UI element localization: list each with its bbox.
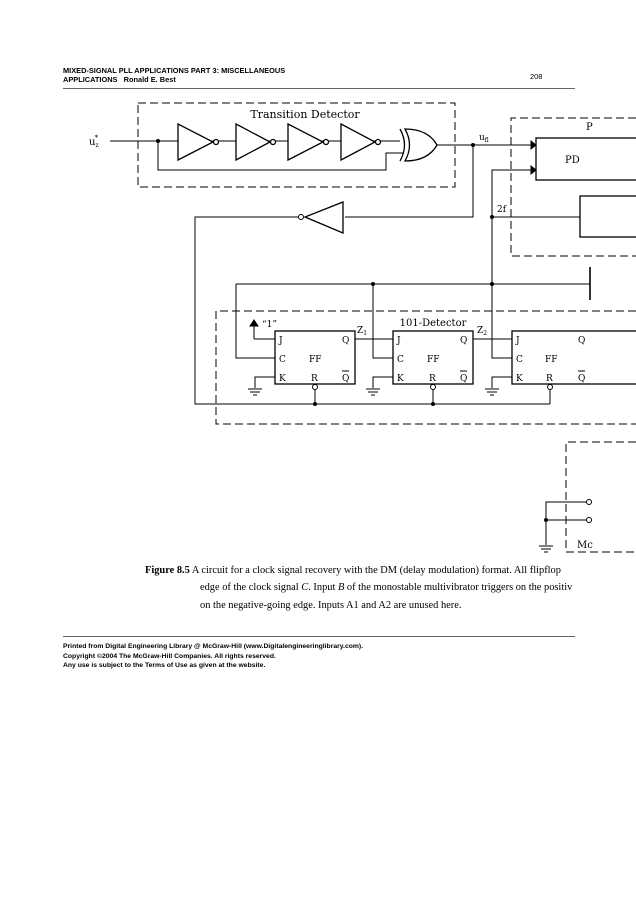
pll-label: P [586,122,593,133]
svg-text:R: R [429,374,436,384]
pd-label: PD [565,155,580,166]
z2-label: Z2 [477,326,487,337]
header-title-line2: APPLICATIONS [63,75,118,84]
inverter-icon [340,122,377,162]
xor-gate-icon [399,128,438,162]
svg-text:C: C [516,355,523,365]
inverter-icon [177,122,215,162]
monostable-box [565,441,636,553]
feedback-to-inverter-wire [345,145,474,218]
svg-text:Q: Q [578,336,585,346]
header-title-line1: MIXED-SIGNAL PLL APPLICATIONS PART 3: MI… [63,66,286,75]
detector-box [215,310,636,425]
figure-caption: Figure 8.5 A circuit for a clock signal … [145,565,561,576]
footer-rule [63,636,575,637]
svg-text:K: K [279,374,286,384]
transition-detector-label: Transition Detector [250,108,360,121]
svg-text:R: R [546,374,553,384]
svg-text:Q: Q [578,374,585,384]
ufl-label: ufl [479,133,489,144]
caption-line1: A circuit for a clock signal recovery wi… [191,565,561,576]
svg-text:FF: FF [427,355,440,365]
svg-text:Q: Q [342,374,349,384]
phase-detector-block [535,137,636,181]
footer-line3: Any use is subject to the Terms of Use a… [63,662,266,670]
clock-2f-wire [491,169,536,284]
feedback-wire [157,141,403,171]
flipflop-2: JCK FF R Q Q [366,330,474,406]
svg-text:J: J [515,336,520,346]
inverter-icon [235,122,272,162]
caption-line2: edge of the clock signal C. Input B of t… [200,582,573,593]
footer-line2: Copyright ©2004 The McGraw-Hill Companie… [63,652,276,660]
freq-label: 2f [497,205,507,215]
detector-label: 101-Detector [400,318,467,329]
transition-detector-box [137,102,456,188]
flipflop-1: JCK FF R Q Q [248,330,356,406]
figure-label: Figure 8.5 [145,565,190,576]
reset-bus-wire [194,216,550,405]
inverter-icon [287,122,325,162]
caption-line3: on the negative-going edge. Inputs A1 an… [200,600,462,611]
page-number: 208 [530,72,543,81]
svg-text:J: J [278,336,283,346]
header-rule [63,88,575,89]
svg-text:C: C [397,355,404,365]
svg-text:R: R [311,374,318,384]
running-header: MIXED-SIGNAL PLL APPLICATIONS PART 3: MI… [63,66,285,84]
input-label: uz* [89,134,99,149]
logic-one-label: “1” [262,319,277,330]
header-author: Ronald E. Best [123,75,176,84]
inverter-chain [177,122,382,162]
vco-block [579,195,636,238]
svg-text:C: C [279,355,286,365]
flipflop-3: JCK FF R Q Q [485,330,636,404]
svg-text:Q: Q [460,374,467,384]
svg-text:Q: Q [342,336,349,346]
inverter-icon [303,201,344,234]
monostable-label: Mc [577,540,593,551]
svg-text:FF: FF [545,355,558,365]
svg-text:FF: FF [309,355,322,365]
z1-label: Z1 [357,326,367,337]
svg-text:J: J [396,336,401,346]
svg-text:Q: Q [460,336,467,346]
pll-box [510,117,636,257]
footer-line1: Printed from Digital Engineering Library… [63,643,364,650]
svg-text:K: K [397,374,404,384]
footer: Printed from Digital Engineering Library… [63,642,363,671]
svg-text:K: K [516,374,523,384]
